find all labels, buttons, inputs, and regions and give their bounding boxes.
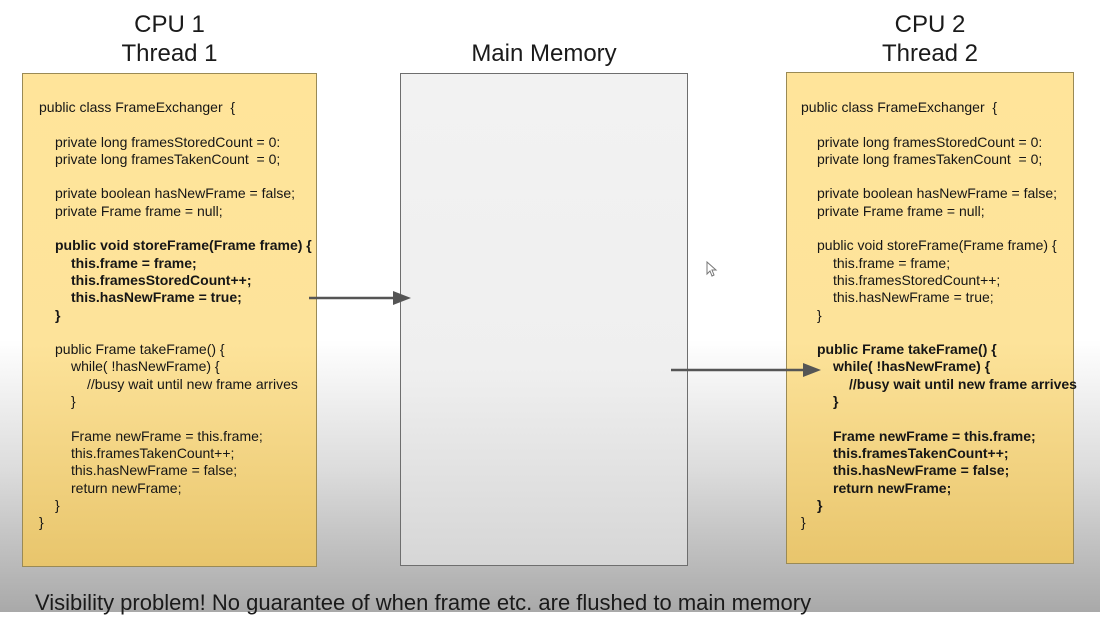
cpu1-thread1-box (22, 73, 317, 567)
code-line: public class FrameExchanger { (801, 99, 998, 115)
code-line: this.framesStoredCount++; (833, 271, 1001, 288)
code-line (39, 116, 312, 133)
code-line: public Frame takeFrame() { (55, 341, 225, 358)
code-line: this.hasNewFrame = true; (71, 289, 242, 306)
cpu2-code-block: public class FrameExchanger { private lon… (801, 99, 1077, 531)
code-line: } (817, 496, 823, 513)
cpu2-label: CPU 2 (894, 11, 966, 38)
cpu1-heading: CPU 1 Thread 1 (22, 10, 317, 68)
code-line (801, 324, 1077, 341)
code-line: this.frame = frame; (833, 254, 951, 271)
code-line (801, 168, 1077, 185)
cpu2-heading: CPU 2 Thread 2 (786, 10, 1074, 68)
thread2-label: Thread 2 (881, 40, 979, 67)
code-line (801, 220, 1077, 237)
code-line: private long framesStoredCount = 0: (817, 133, 1043, 150)
code-line: } (817, 306, 822, 323)
code-line: private boolean hasNewFrame = false; (817, 185, 1058, 202)
code-line: } (39, 514, 44, 531)
code-line: while( !hasNewFrame) { (71, 358, 220, 375)
code-line: return newFrame; (833, 479, 952, 496)
code-line (39, 410, 312, 427)
cpu2-thread2-box (786, 72, 1074, 564)
code-line: public class FrameExchanger { (39, 99, 236, 115)
code-line: //busy wait until new frame arrives (87, 375, 298, 392)
code-line: public Frame takeFrame() { (817, 341, 997, 358)
code-line: this.framesTakenCount++; (833, 444, 1009, 461)
code-line (801, 116, 1077, 133)
code-line: Frame newFrame = this.frame; (833, 427, 1036, 444)
code-line (39, 324, 312, 341)
code-line: private long framesStoredCount = 0: (55, 133, 281, 150)
visibility-problem-caption: Visibility problem! No guarantee of when… (35, 590, 812, 615)
code-line: } (55, 306, 61, 323)
code-line: //busy wait until new frame arrives (849, 375, 1077, 392)
code-line (39, 220, 312, 237)
code-line: private long framesTakenCount = 0; (55, 150, 281, 167)
code-line: this.hasNewFrame = false; (71, 462, 238, 479)
thread1-label: Thread 1 (121, 40, 218, 67)
code-line: private Frame frame = null; (817, 202, 985, 219)
code-line: public void storeFrame(Frame frame) { (817, 237, 1057, 254)
code-line: } (55, 496, 60, 513)
main-memory-box (400, 73, 688, 566)
code-line: this.hasNewFrame = true; (833, 289, 994, 306)
code-line: private long framesTakenCount = 0; (817, 150, 1043, 167)
mouse-pointer-icon (706, 261, 718, 277)
code-line: this.hasNewFrame = false; (833, 462, 1010, 479)
code-line: private boolean hasNewFrame = false; (55, 185, 296, 202)
code-line: this.frame = frame; (71, 254, 197, 271)
code-line: private Frame frame = null; (55, 202, 223, 219)
memory-to-cpu2-arrow (671, 363, 821, 377)
cpu1-code-block: public class FrameExchanger { private lon… (39, 99, 312, 531)
code-line: } (833, 393, 839, 410)
code-line: return newFrame; (71, 479, 182, 496)
code-line: } (801, 514, 806, 531)
code-line: } (71, 393, 76, 410)
cpu1-label: CPU 1 (134, 11, 205, 38)
code-line (801, 410, 1077, 427)
code-line: this.framesStoredCount++; (71, 271, 252, 288)
code-line (39, 168, 312, 185)
code-line: this.framesTakenCount++; (71, 444, 235, 461)
code-line: public void storeFrame(Frame frame) { (55, 237, 312, 254)
store-to-memory-arrow (309, 291, 411, 305)
main-memory-heading: Main Memory (471, 40, 617, 67)
code-line: while( !hasNewFrame) { (833, 358, 991, 375)
code-line: Frame newFrame = this.frame; (71, 427, 263, 444)
